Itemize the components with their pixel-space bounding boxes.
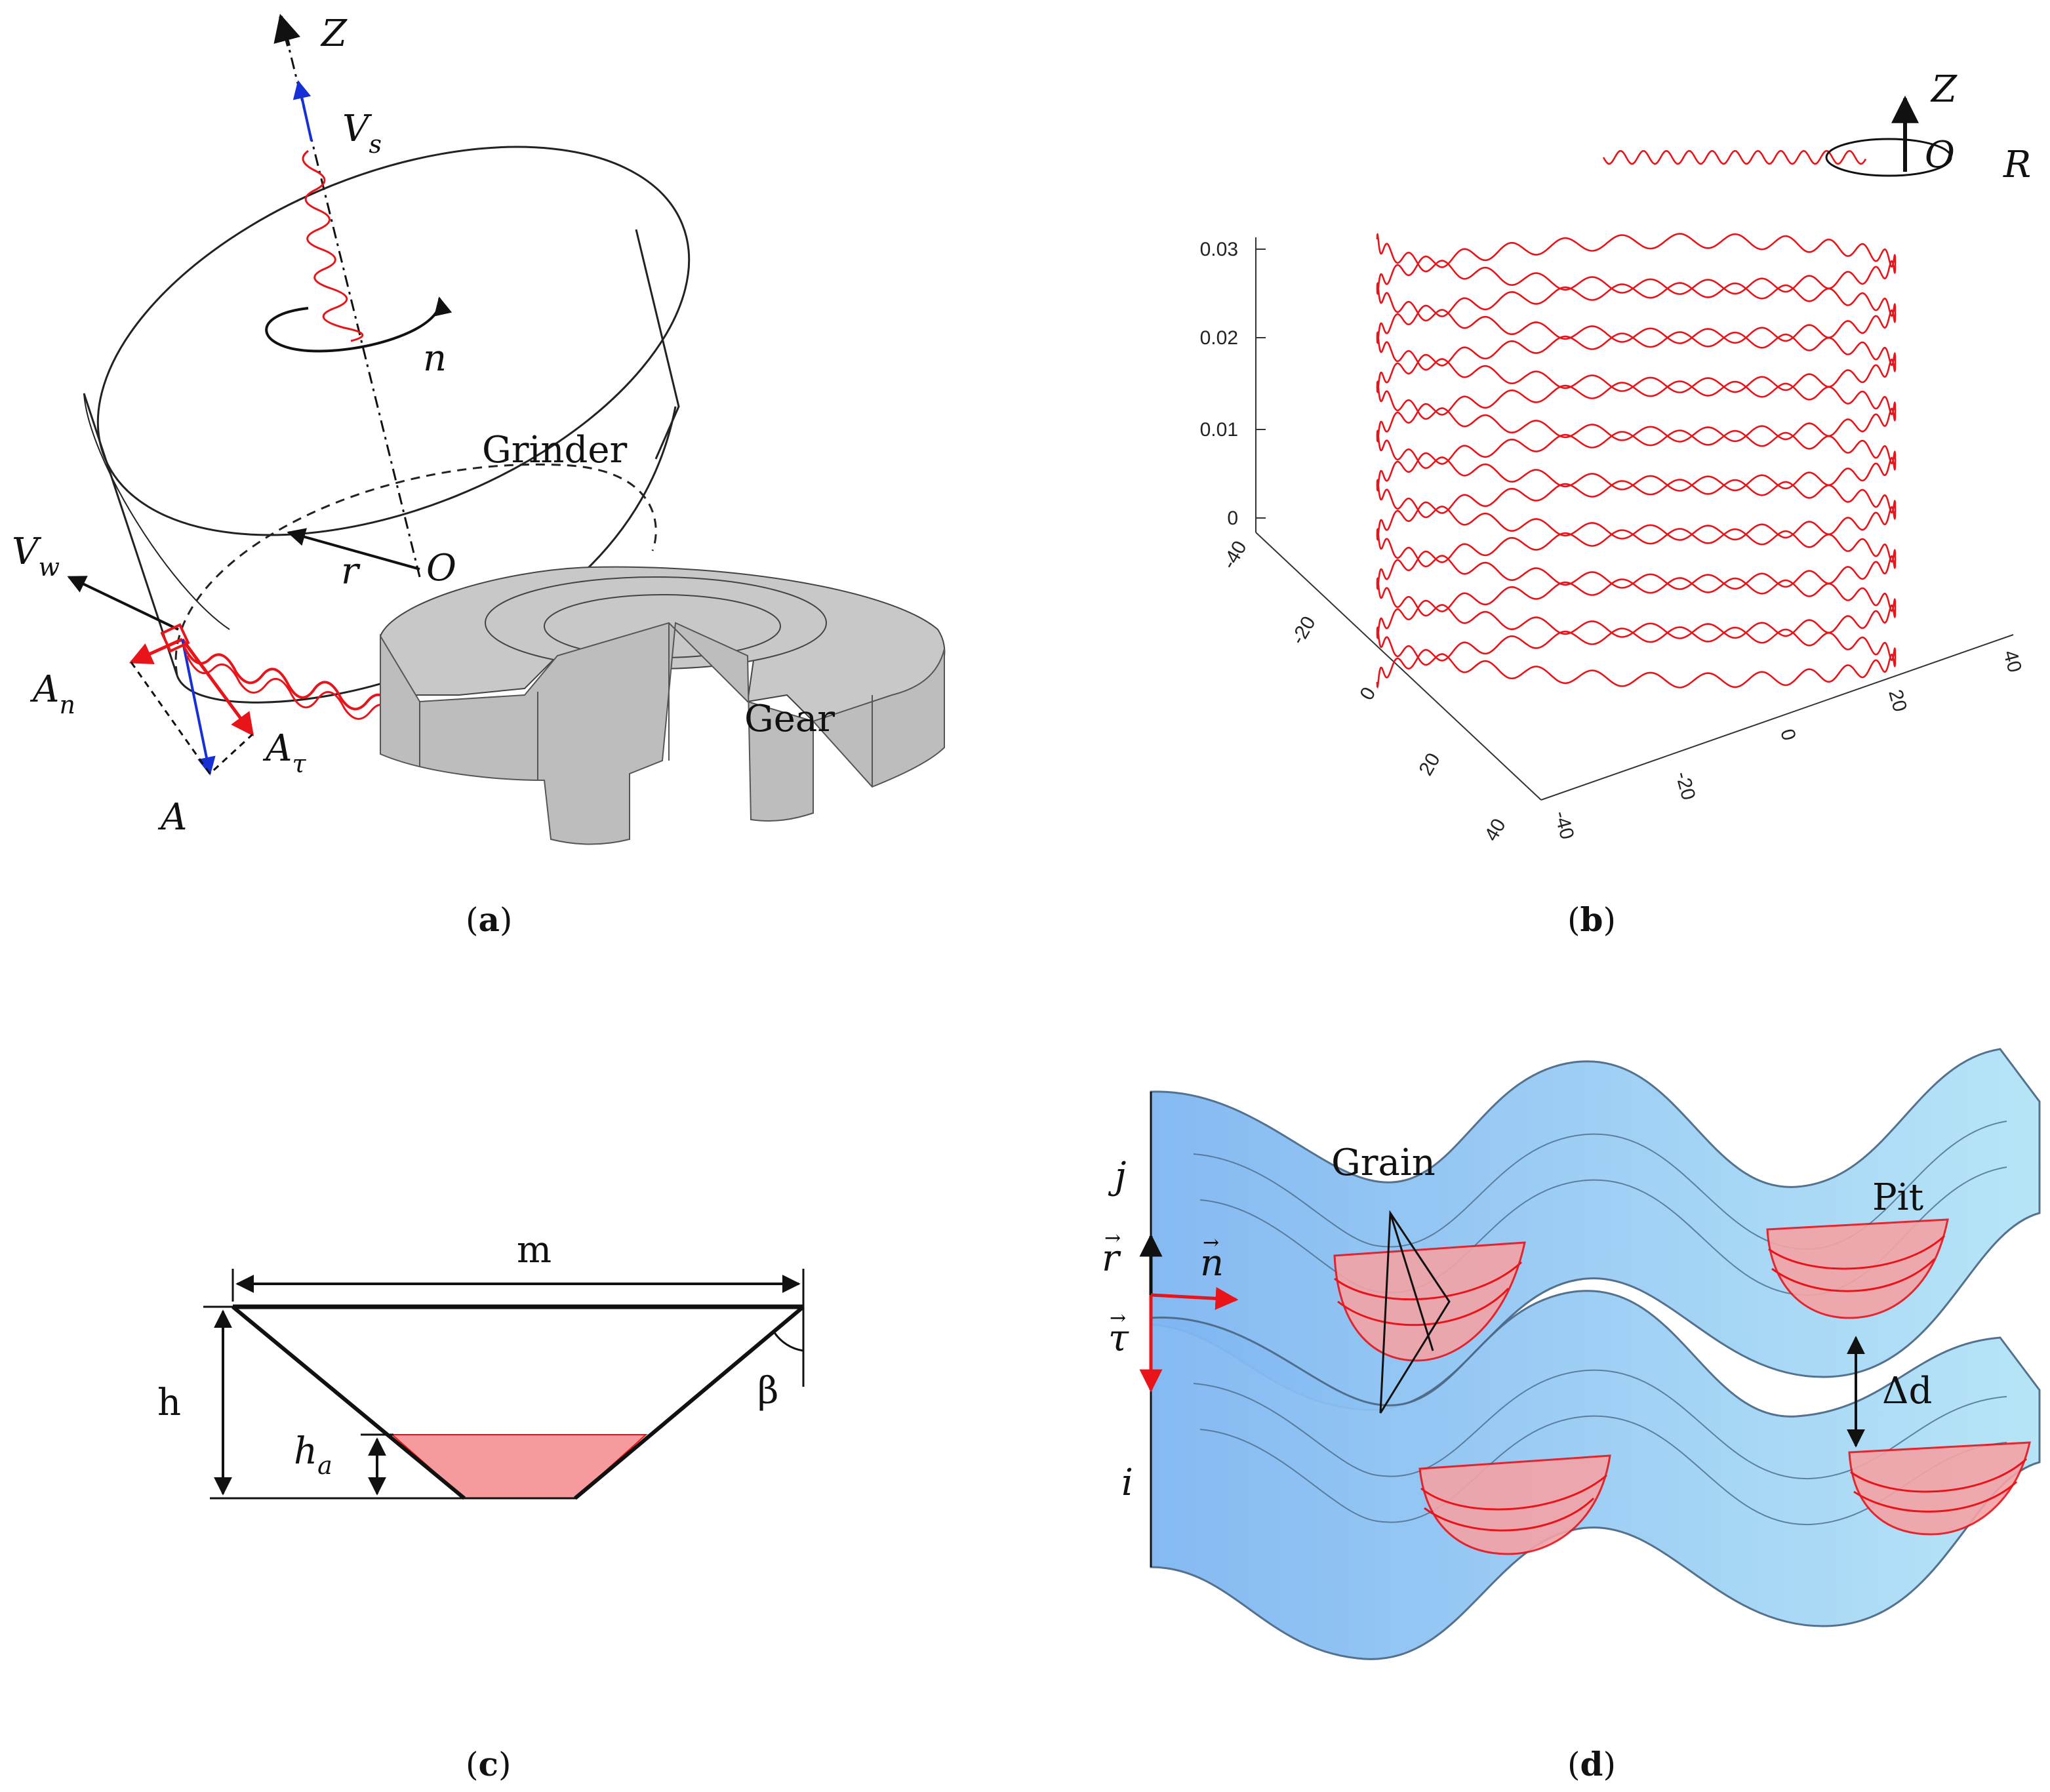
right-flank — [574, 1305, 805, 1500]
legend-rotation-ellipse — [1825, 138, 1952, 177]
n-label: n — [1200, 1242, 1224, 1284]
upper-ribbon-line-1 — [1193, 1121, 2007, 1250]
left-tick-0: -40 — [1218, 537, 1251, 572]
contact-marker — [160, 623, 190, 653]
grinder-bottom-back — [174, 463, 657, 676]
point-label: A — [157, 796, 187, 839]
legend-o: O — [1925, 134, 1955, 176]
left-tick-1: -20 — [1287, 612, 1319, 648]
vs-arrow — [292, 80, 313, 142]
vs-label: Vs — [342, 108, 382, 159]
gear-label: Gear — [744, 698, 835, 740]
pit-upper-right — [1766, 1218, 1949, 1319]
center-label: O — [426, 547, 456, 589]
resultant-arrow — [181, 639, 216, 776]
left-flank — [231, 1305, 466, 1500]
spiral-ring-6 — [1376, 527, 1897, 591]
cut-height-label: ha — [294, 1430, 332, 1480]
angle-label: β — [757, 1370, 778, 1412]
z-axis-label: Z — [320, 12, 348, 55]
right-tick-1: -20 — [1671, 769, 1699, 802]
right-axis-ticks: -40 -20 0 20 40 — [1550, 648, 2026, 841]
z-tick-1: 0.01 — [1200, 419, 1238, 441]
gap-label: Δd — [1882, 1370, 1932, 1412]
width-label: m — [517, 1229, 552, 1271]
r-arrow-accent: → — [1104, 1227, 1121, 1250]
caption-d: (d) — [1567, 1745, 1616, 1783]
radius-arrow — [287, 528, 420, 570]
j-label: j — [1108, 1155, 1126, 1197]
grain-label: Grain — [1331, 1142, 1436, 1184]
grinder-label: Grinder — [482, 429, 627, 471]
pit-label: Pit — [1872, 1176, 1924, 1219]
grinder-top-face — [96, 146, 691, 536]
r-label: r — [1102, 1237, 1121, 1280]
tau-arrow-accent: → — [1110, 1307, 1126, 1330]
z-axis-arrow — [273, 13, 301, 47]
radius-label: r — [341, 550, 361, 593]
panel-a-grinder-diagram: Z Vs n Grinder r O Vw An Aτ A — [12, 12, 946, 939]
orientation-legend: Z O R — [1825, 68, 2031, 186]
spiral-ring-7 — [1376, 576, 1897, 640]
left-floor-axis — [1255, 532, 1542, 801]
right-tick-3: 20 — [1884, 687, 1911, 714]
spiral-ring-3 — [1376, 380, 1897, 443]
gear-body — [380, 622, 945, 845]
spiral-ring-1 — [1376, 281, 1897, 345]
panel-b-3d-trajectory: 0 0.01 0.02 0.03 -40 -20 0 20 40 -40 -20… — [1200, 68, 2032, 939]
grinder-upper-back-edge — [83, 393, 230, 630]
n-vector — [1150, 1286, 1239, 1310]
pit-lower-right — [1848, 1441, 2031, 1536]
grain-outline — [1379, 1210, 1451, 1414]
z-tick-0: 0 — [1227, 508, 1238, 529]
z-ticks: 0 0.01 0.02 0.03 — [1200, 239, 1266, 529]
caption-b: (b) — [1567, 900, 1616, 939]
grinder-right-edge — [635, 229, 680, 460]
n-arrow-accent: → — [1203, 1231, 1219, 1254]
parallelogram-dashes — [130, 662, 254, 776]
pit-upper-left — [1333, 1241, 1526, 1362]
spiral-top-segment — [1602, 149, 1867, 165]
spiral-ring-2 — [1376, 330, 1897, 394]
tangent-arrow — [180, 638, 254, 736]
vw-label: Vw — [12, 530, 60, 582]
spiral-ring-0 — [1376, 232, 1897, 296]
normal-arrow — [129, 637, 184, 665]
cut-area — [390, 1434, 648, 1499]
left-tick-3: 20 — [1415, 749, 1444, 779]
legend-z: Z — [1930, 68, 1958, 111]
caption-a: (a) — [466, 900, 512, 939]
i-label: i — [1121, 1462, 1133, 1504]
spiral-ring-8 — [1376, 626, 1897, 689]
left-tick-4: 40 — [1480, 815, 1510, 845]
panel-d-wavy-surface: Grain Pit Δd j i r → n → τ → (d) — [1102, 1048, 2041, 1783]
rotation-label: n — [423, 337, 447, 380]
angle-arc — [773, 1331, 804, 1352]
spiral-ring-5 — [1376, 478, 1897, 542]
normal-label: An — [30, 668, 75, 719]
grinder-left-edge — [83, 393, 178, 676]
height-label: h — [157, 1382, 181, 1424]
tau-label: τ — [1108, 1317, 1129, 1360]
z-tick-3: 0.03 — [1200, 239, 1238, 260]
spiral-ring-4 — [1376, 429, 1897, 492]
grain-inner-edge — [1389, 1212, 1434, 1351]
axis-wave-trace — [302, 149, 364, 342]
right-tick-2: 0 — [1776, 727, 1799, 743]
panel-c-grain-cross-section: m h ha β (c) — [157, 1229, 805, 1783]
left-tick-2: 0 — [1356, 684, 1380, 704]
tangent-label: Aτ — [262, 727, 306, 778]
rotation-arrow — [265, 296, 452, 353]
right-floor-axis — [1540, 634, 2014, 801]
right-tick-4: 40 — [1999, 648, 2026, 675]
right-tick-0: -40 — [1550, 808, 1578, 841]
spiral-traces — [1376, 149, 1897, 689]
legend-r: R — [2003, 144, 2031, 186]
vw-arrow — [67, 576, 179, 631]
pit-lower-left — [1418, 1454, 1611, 1555]
left-axis-ticks: -40 -20 0 20 40 — [1218, 537, 1510, 845]
caption-c: (c) — [466, 1745, 511, 1783]
z-tick-2: 0.02 — [1200, 327, 1238, 349]
